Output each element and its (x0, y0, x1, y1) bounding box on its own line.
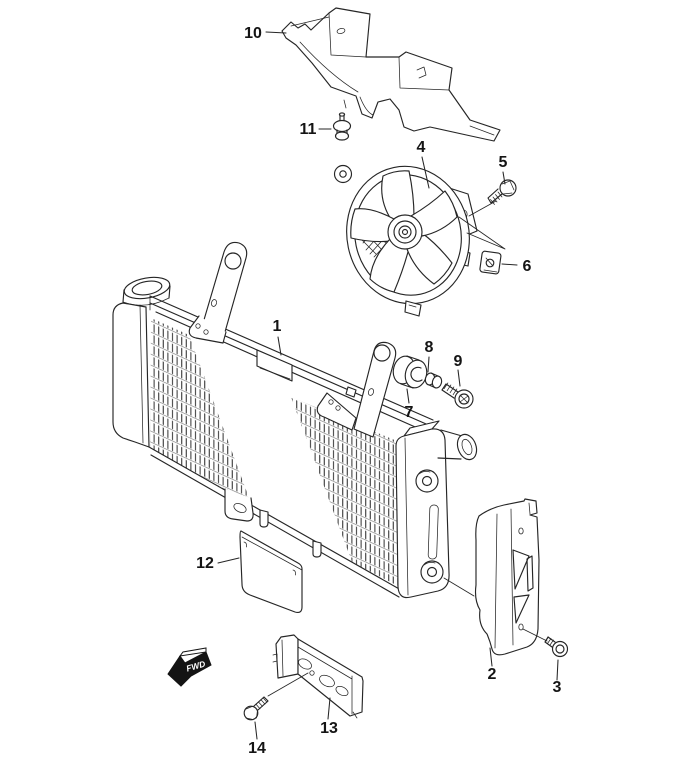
bolt-9 (441, 382, 474, 409)
bolt-5 (487, 179, 517, 205)
radiator (112, 241, 478, 599)
leader-line-13 (327, 697, 331, 720)
leader-line-3 (556, 659, 559, 681)
clip-nut-6 (479, 250, 502, 275)
part-label-9: 9 (454, 353, 463, 370)
screw-3 (544, 636, 569, 658)
side-cover (474, 498, 540, 656)
mount-grommet (392, 355, 428, 389)
spacer (424, 372, 443, 389)
part-label-6: 6 (523, 258, 532, 275)
part-label-11: 11 (300, 121, 317, 138)
leader-line-10 (265, 31, 287, 34)
part-label-10: 10 (244, 25, 262, 42)
fan-mount-tabs (333, 164, 422, 317)
callout-leaders (217, 31, 559, 740)
seal-plate (239, 530, 303, 614)
radiator-core-fins-left (150, 318, 252, 506)
bolt-14 (243, 696, 269, 721)
right-tank (395, 420, 478, 599)
part-label-1: 1 (273, 318, 282, 335)
fwd-arrow: FWD (167, 647, 212, 687)
leader-line-9 (457, 369, 461, 387)
part-label-7: 7 (405, 404, 414, 421)
left-mount-bracket (188, 241, 248, 344)
leader-line-7 (406, 388, 410, 404)
filler-neck (122, 276, 171, 306)
leader-line-8 (427, 356, 430, 373)
callout-labels: 1 2 3 4 5 6 7 8 9 10 11 12 13 14 (196, 25, 561, 757)
fan-shroud (281, 7, 501, 142)
bottom-mount-pegs (224, 488, 322, 558)
leader-line-4 (421, 156, 430, 189)
fwd-arrow-body (167, 651, 212, 687)
radiator-core-fins-right (291, 397, 402, 588)
part-label-13: 13 (320, 720, 338, 737)
part-label-14: 14 (248, 740, 266, 757)
right-mount-bracket (316, 341, 397, 438)
leader-line-5 (502, 171, 506, 185)
assembly-lines (267, 200, 548, 697)
part-label-5: 5 (499, 154, 508, 171)
cooling-fan (333, 164, 478, 317)
leader-line-6 (501, 263, 518, 266)
push-clip (332, 112, 352, 141)
part-label-12: 12 (196, 555, 214, 572)
header-sleeve (256, 349, 293, 382)
left-tank (112, 302, 150, 448)
leader-line-2 (489, 647, 493, 667)
part-label-3: 3 (553, 679, 562, 696)
lower-bracket (272, 634, 364, 719)
leader-line-12 (217, 557, 240, 564)
part-label-2: 2 (488, 666, 497, 683)
leader-line-14 (254, 721, 258, 740)
part-label-4: 4 (417, 139, 426, 156)
part-label-8: 8 (425, 339, 434, 356)
leader-line-1 (277, 336, 282, 356)
